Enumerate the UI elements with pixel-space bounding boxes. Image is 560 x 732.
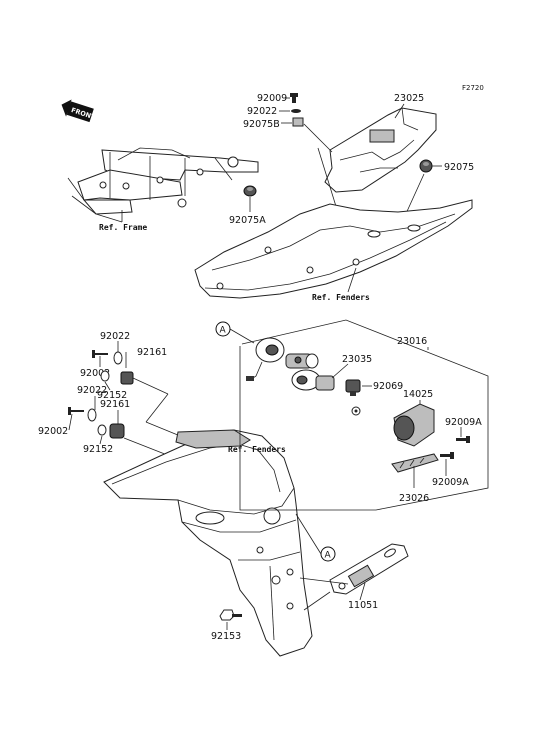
- part-label-92002-b: 92002: [38, 426, 68, 437]
- part-label-92002-a: 92002: [80, 368, 110, 379]
- ref-fenders-top-label: Ref. Fenders: [312, 293, 370, 302]
- socket-23035: [291, 369, 335, 391]
- part-label-92009a-b: 92009A: [432, 477, 469, 488]
- part-label-23025: 23025: [394, 93, 424, 104]
- part-label-92022-top: 92022: [247, 106, 277, 117]
- bolt-92002-b: [68, 407, 84, 415]
- collar-92152-b: [97, 424, 107, 436]
- screw-92009a-a: [456, 436, 470, 443]
- part-label-23016: 23016: [397, 336, 427, 347]
- part-label-11051: 11051: [348, 600, 378, 611]
- ref-frame-label: Ref. Frame: [99, 223, 147, 232]
- part-label-92009a-a: 92009A: [445, 417, 482, 428]
- damper-92161-a: [120, 371, 134, 385]
- rear-frame: [67, 147, 259, 223]
- front-arrow-badge: FRONT: [61, 99, 97, 123]
- bolt-92153: [219, 609, 242, 621]
- washer-small: [351, 406, 361, 416]
- rear-fender-upper: [194, 199, 473, 299]
- washer-92022-top: [291, 109, 301, 113]
- diagram-code: F2720: [462, 84, 484, 92]
- part-label-92022-b: 92022: [77, 385, 107, 396]
- reflector-23026: [391, 453, 439, 473]
- screw-92009a-b: [440, 452, 454, 459]
- part-label-92009-top: 92009: [257, 93, 287, 104]
- part-label-23026: 23026: [399, 493, 429, 504]
- grommet-92075: [419, 159, 433, 173]
- lamp-housing: [246, 337, 319, 381]
- callout-a-lower: A: [320, 546, 336, 562]
- part-label-14025: 14025: [403, 389, 433, 400]
- svg-text:A: A: [325, 551, 332, 561]
- grommet-92075a: [243, 185, 257, 197]
- part-label-92161-b: 92161: [100, 399, 130, 410]
- part-label-92075a: 92075A: [229, 215, 266, 226]
- part-label-92152-a: 92152: [97, 390, 127, 401]
- washer-92022-a: [113, 351, 123, 365]
- collar-92075b: [292, 117, 304, 127]
- bolt-92002-a: [92, 350, 108, 358]
- callout-a-upper: A: [215, 321, 231, 337]
- svg-text:A: A: [220, 326, 227, 336]
- part-label-92161-a: 92161: [137, 347, 167, 358]
- part-label-23035: 23035: [342, 354, 372, 365]
- washer-92022-b: [87, 408, 97, 422]
- part-label-92153: 92153: [211, 631, 241, 642]
- bulb-92069: [345, 379, 361, 396]
- damper-92161-b: [109, 423, 125, 439]
- tray-23025: [324, 107, 437, 193]
- part-label-92022-a: 92022: [100, 331, 130, 342]
- collar-92152-a: [100, 370, 110, 382]
- part-label-92069: 92069: [373, 381, 403, 392]
- ref-fenders-bottom-label: Ref. Fenders: [228, 445, 286, 454]
- part-label-92075: 92075: [444, 162, 474, 173]
- bolt-92009: [290, 93, 298, 103]
- part-label-92075b: 92075B: [243, 119, 280, 130]
- bracket-11051: [329, 543, 409, 595]
- lens-14025: [393, 403, 435, 447]
- rear-fender-lower: [103, 429, 313, 657]
- part-label-92152-b: 92152: [83, 444, 113, 455]
